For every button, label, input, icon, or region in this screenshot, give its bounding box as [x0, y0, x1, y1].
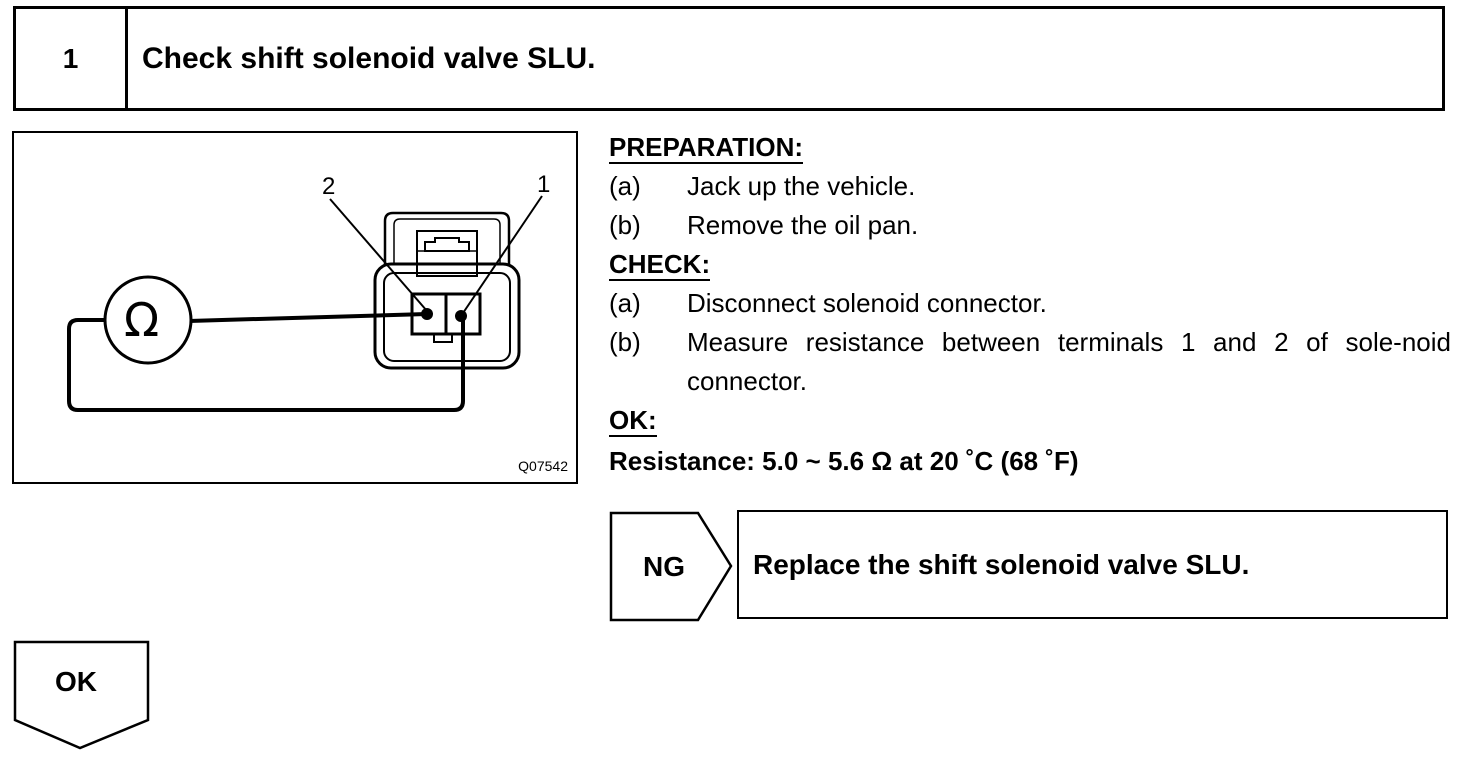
ohm-symbol: Ω: [124, 293, 160, 347]
preparation-heading: PREPARATION:: [609, 132, 804, 164]
ok-label: OK: [55, 666, 97, 697]
step-header: 1 Check shift solenoid valve SLU.: [13, 6, 1445, 111]
check-heading: CHECK:: [609, 249, 711, 281]
step-number: 1: [16, 9, 128, 108]
terminal-1-label: 1: [537, 171, 551, 198]
step-title: Check shift solenoid valve SLU.: [142, 41, 596, 75]
ng-action-text: Replace the shift solenoid valve SLU.: [753, 548, 1250, 580]
ng-arrow-icon: [609, 511, 733, 622]
ng-label: NG: [643, 551, 685, 582]
list-item: (b) Remove the oil pan.: [609, 210, 919, 240]
ok-arrow-icon: [13, 640, 150, 750]
ok-heading: OK:: [609, 405, 657, 437]
list-item: (a) Disconnect solenoid connector.: [609, 288, 1047, 318]
solenoid-connector-icon: [67, 195, 543, 412]
list-item: (b) Measure resistance between terminals…: [609, 327, 1451, 396]
procedure-text: PREPARATION: (a) Jack up the vehicle. (b…: [609, 128, 1451, 481]
wiring-figure: 2 1 Ω Q07542: [12, 131, 578, 484]
terminal-2-label: 2: [322, 173, 336, 200]
resistance-spec: Resistance: 5.0 ~ 5.6 Ω at 20 ˚C (68 ˚F): [609, 446, 1079, 476]
ng-action-box: Replace the shift solenoid valve SLU.: [737, 510, 1448, 619]
ohmmeter-icon: [103, 275, 193, 365]
figure-id: Q07542: [518, 458, 568, 474]
list-item: (a) Jack up the vehicle.: [609, 171, 916, 201]
